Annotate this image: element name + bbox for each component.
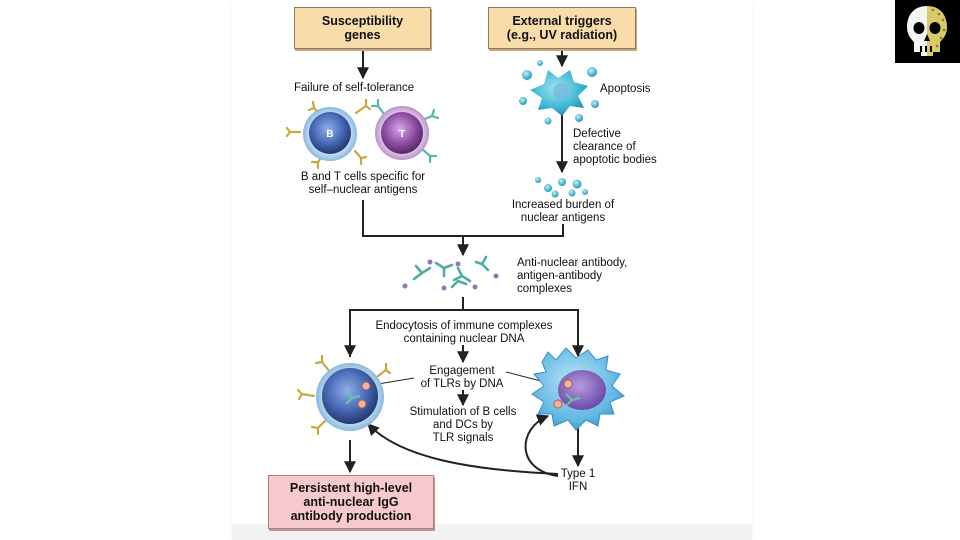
t-cell-letter: T [399,129,405,140]
susceptibility-genes-box: Susceptibility genes [294,7,431,49]
persistent-antibody-production-box: Persistent high-level anti-nuclear IgG a… [268,475,434,529]
apoptosis-label: Apoptosis [600,83,651,95]
failure-of-self-tolerance-label: Failure of self-tolerance [294,82,415,94]
skull-logo [895,0,960,63]
antibody-complexes [402,255,499,291]
skull-icon [907,6,947,56]
b-cell: B [285,98,372,170]
nuclear-antigens [535,177,588,198]
increased-burden-label: Increased burden of nuclear antigens [511,199,615,224]
b-cell-letter: B [326,129,333,140]
t-cell: T [370,98,440,164]
diagram-panel [232,0,752,538]
lower-b-cell [296,354,392,436]
defective-clearance-label: Defective clearance of apoptotic bodies [573,128,657,166]
dendritic-cell [531,347,625,431]
engagement-of-tlrs-label: Engagement of TLRs by DNA [420,365,504,390]
apoptotic-cell [519,60,599,125]
bt-cells-label: B and T cells specific for self–nuclear … [300,171,426,196]
type-1-ifn-label: Type 1 IFN [560,468,596,493]
external-triggers-box: External triggers (e.g., UV radiation) [488,7,636,49]
anti-nuclear-antibody-label: Anti-nuclear antibody, antigen-antibody … [517,257,628,295]
stimulation-label: Stimulation of B cells and DCs by TLR si… [409,406,517,444]
flow-arrows [344,49,584,477]
endocytosis-label: Endocytosis of immune complexes containi… [375,320,553,345]
